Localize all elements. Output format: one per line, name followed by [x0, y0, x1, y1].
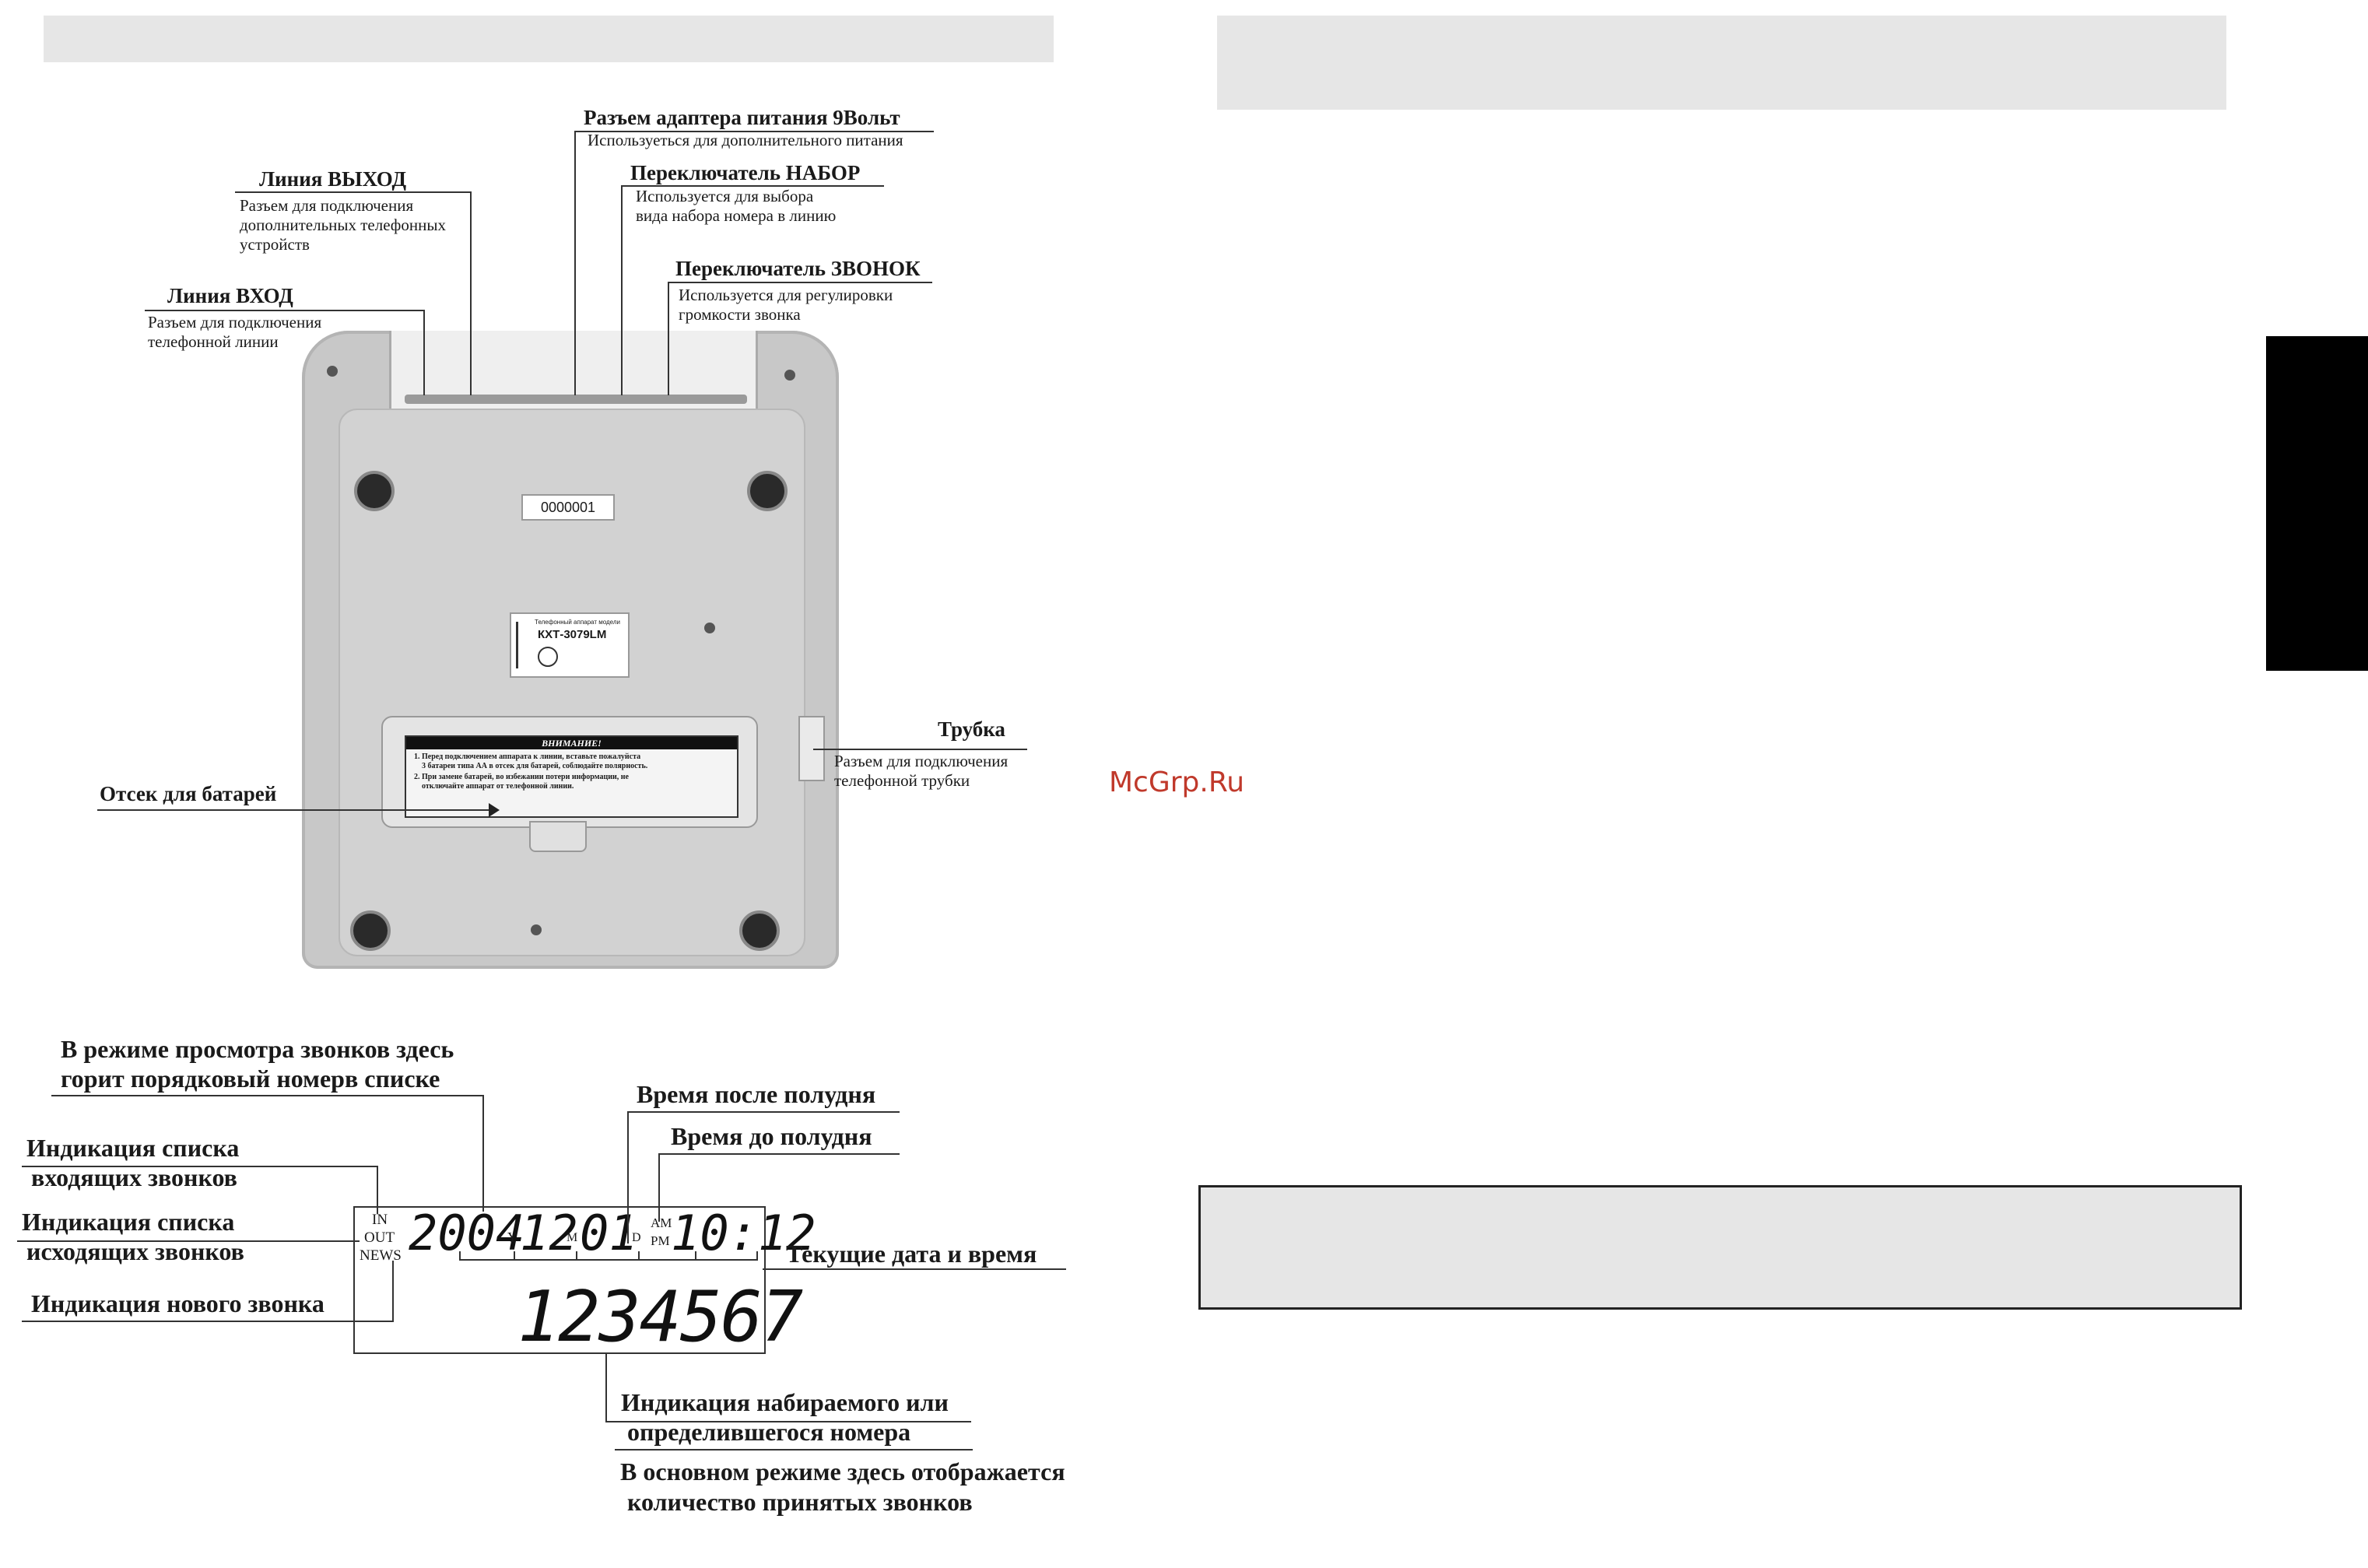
- sticker-line1: Телефонный аппарат модели: [535, 619, 620, 626]
- handset-desc: Разъем для подключения телефонной трубки: [834, 752, 1009, 790]
- rubber-foot: [747, 471, 788, 511]
- warning-title: ВНИМАНИЕ!: [406, 737, 737, 749]
- line-in-desc: Разъем для подключения телефонной линии: [148, 313, 322, 351]
- battery-title: Отсек для батарей: [100, 782, 277, 805]
- battery-latch: [529, 821, 587, 852]
- lcd-in: IN: [372, 1212, 388, 1228]
- rubber-foot: [739, 910, 780, 951]
- screw-hole: [704, 623, 715, 633]
- screw-hole: [327, 366, 338, 377]
- lcd-frame: [353, 1206, 766, 1354]
- lcd-news: NEWS: [360, 1247, 402, 1264]
- note-box: [1198, 1185, 2242, 1310]
- incoming-line1: Индикация списка: [26, 1134, 240, 1162]
- line-in-title: Линия ВХОД: [167, 284, 293, 307]
- warning-item1: 1. Перед подключением аппарата к линии, …: [414, 752, 648, 770]
- dial-switch-desc: Используется для выбора вида набора номе…: [636, 187, 837, 225]
- screw-hole: [784, 370, 795, 381]
- lcd-out: OUT: [364, 1229, 395, 1246]
- adapter-title: Разъем адаптера питания 9Вольт: [584, 106, 900, 129]
- review-line1: В режиме просмотра звонков здесь: [61, 1035, 454, 1063]
- current-datetime-label: Текущие дата и время: [786, 1240, 1037, 1268]
- left-header-bar: [44, 16, 1054, 62]
- lcd-month: 12: [520, 1205, 578, 1261]
- lcd-y: Y: [507, 1229, 517, 1245]
- rubber-foot: [354, 471, 395, 511]
- dialed-line2: определившегося номера: [627, 1418, 911, 1446]
- review-line2: горит порядковый номерв списке: [61, 1065, 440, 1093]
- rubber-foot: [350, 910, 391, 951]
- pm-time-label: Время после полудня: [637, 1080, 876, 1108]
- warning-label: ВНИМАНИЕ! 1. Перед подключением аппарата…: [405, 735, 738, 818]
- line-out-desc: Разъем для подключения дополнительных те…: [240, 196, 447, 254]
- side-tab: [2266, 336, 2368, 671]
- warning-item2: 2. При замене батарей, во избежании поте…: [414, 773, 629, 791]
- lcd-day: 01: [580, 1205, 638, 1261]
- lcd-number: 1234567: [517, 1276, 803, 1358]
- ring-switch-title: Переключатель ЗВОНОК: [675, 257, 921, 280]
- battery-arrow-icon: [489, 803, 500, 817]
- incoming-line2: входящих звонков: [31, 1163, 237, 1191]
- outgoing-line2: исходящих звонков: [26, 1237, 244, 1265]
- lcd-d: D: [632, 1231, 641, 1244]
- main-mode-line1: В основном режиме здесь отображается: [620, 1458, 1065, 1486]
- outgoing-line1: Индикация списка: [22, 1208, 235, 1236]
- jack-strip: [405, 395, 747, 404]
- sticker-logo-icon: [516, 622, 532, 668]
- sticker-model: КХТ-3079LM: [538, 628, 607, 641]
- serial-label: 0000001: [521, 494, 615, 521]
- lcd-pm: PM: [651, 1233, 670, 1248]
- new-call-label: Индикация нового звонка: [31, 1289, 325, 1317]
- ring-switch-desc: Используется для регулировки громкости з…: [679, 286, 893, 324]
- am-time-label: Время до полудня: [671, 1122, 872, 1150]
- right-header-bar: [1217, 16, 2226, 110]
- lcd-m: M: [567, 1231, 578, 1244]
- phone-inner-face: [339, 409, 805, 956]
- adapter-desc: Используеться для дополнительного питани…: [588, 131, 903, 149]
- line-out-title: Линия ВЫХОД: [259, 167, 407, 191]
- lcd-year: 2004: [409, 1205, 525, 1261]
- screw-hole: [531, 924, 542, 935]
- handset-title: Трубка: [938, 717, 1005, 741]
- phone-illustration: 0000001 Телефонный аппарат модели КХТ-30…: [296, 323, 845, 969]
- lcd-am: AM: [651, 1215, 672, 1230]
- main-mode-line2: количество принятых звонков: [627, 1488, 973, 1516]
- dialed-line1: Индикация набираемого или: [621, 1388, 949, 1416]
- sticker-cert-icon: [538, 647, 558, 667]
- model-sticker: Телефонный аппарат модели КХТ-3079LM: [510, 612, 630, 678]
- dial-switch-title: Переключатель НАБОР: [630, 161, 861, 184]
- watermark: McGrp.Ru: [1109, 766, 1245, 798]
